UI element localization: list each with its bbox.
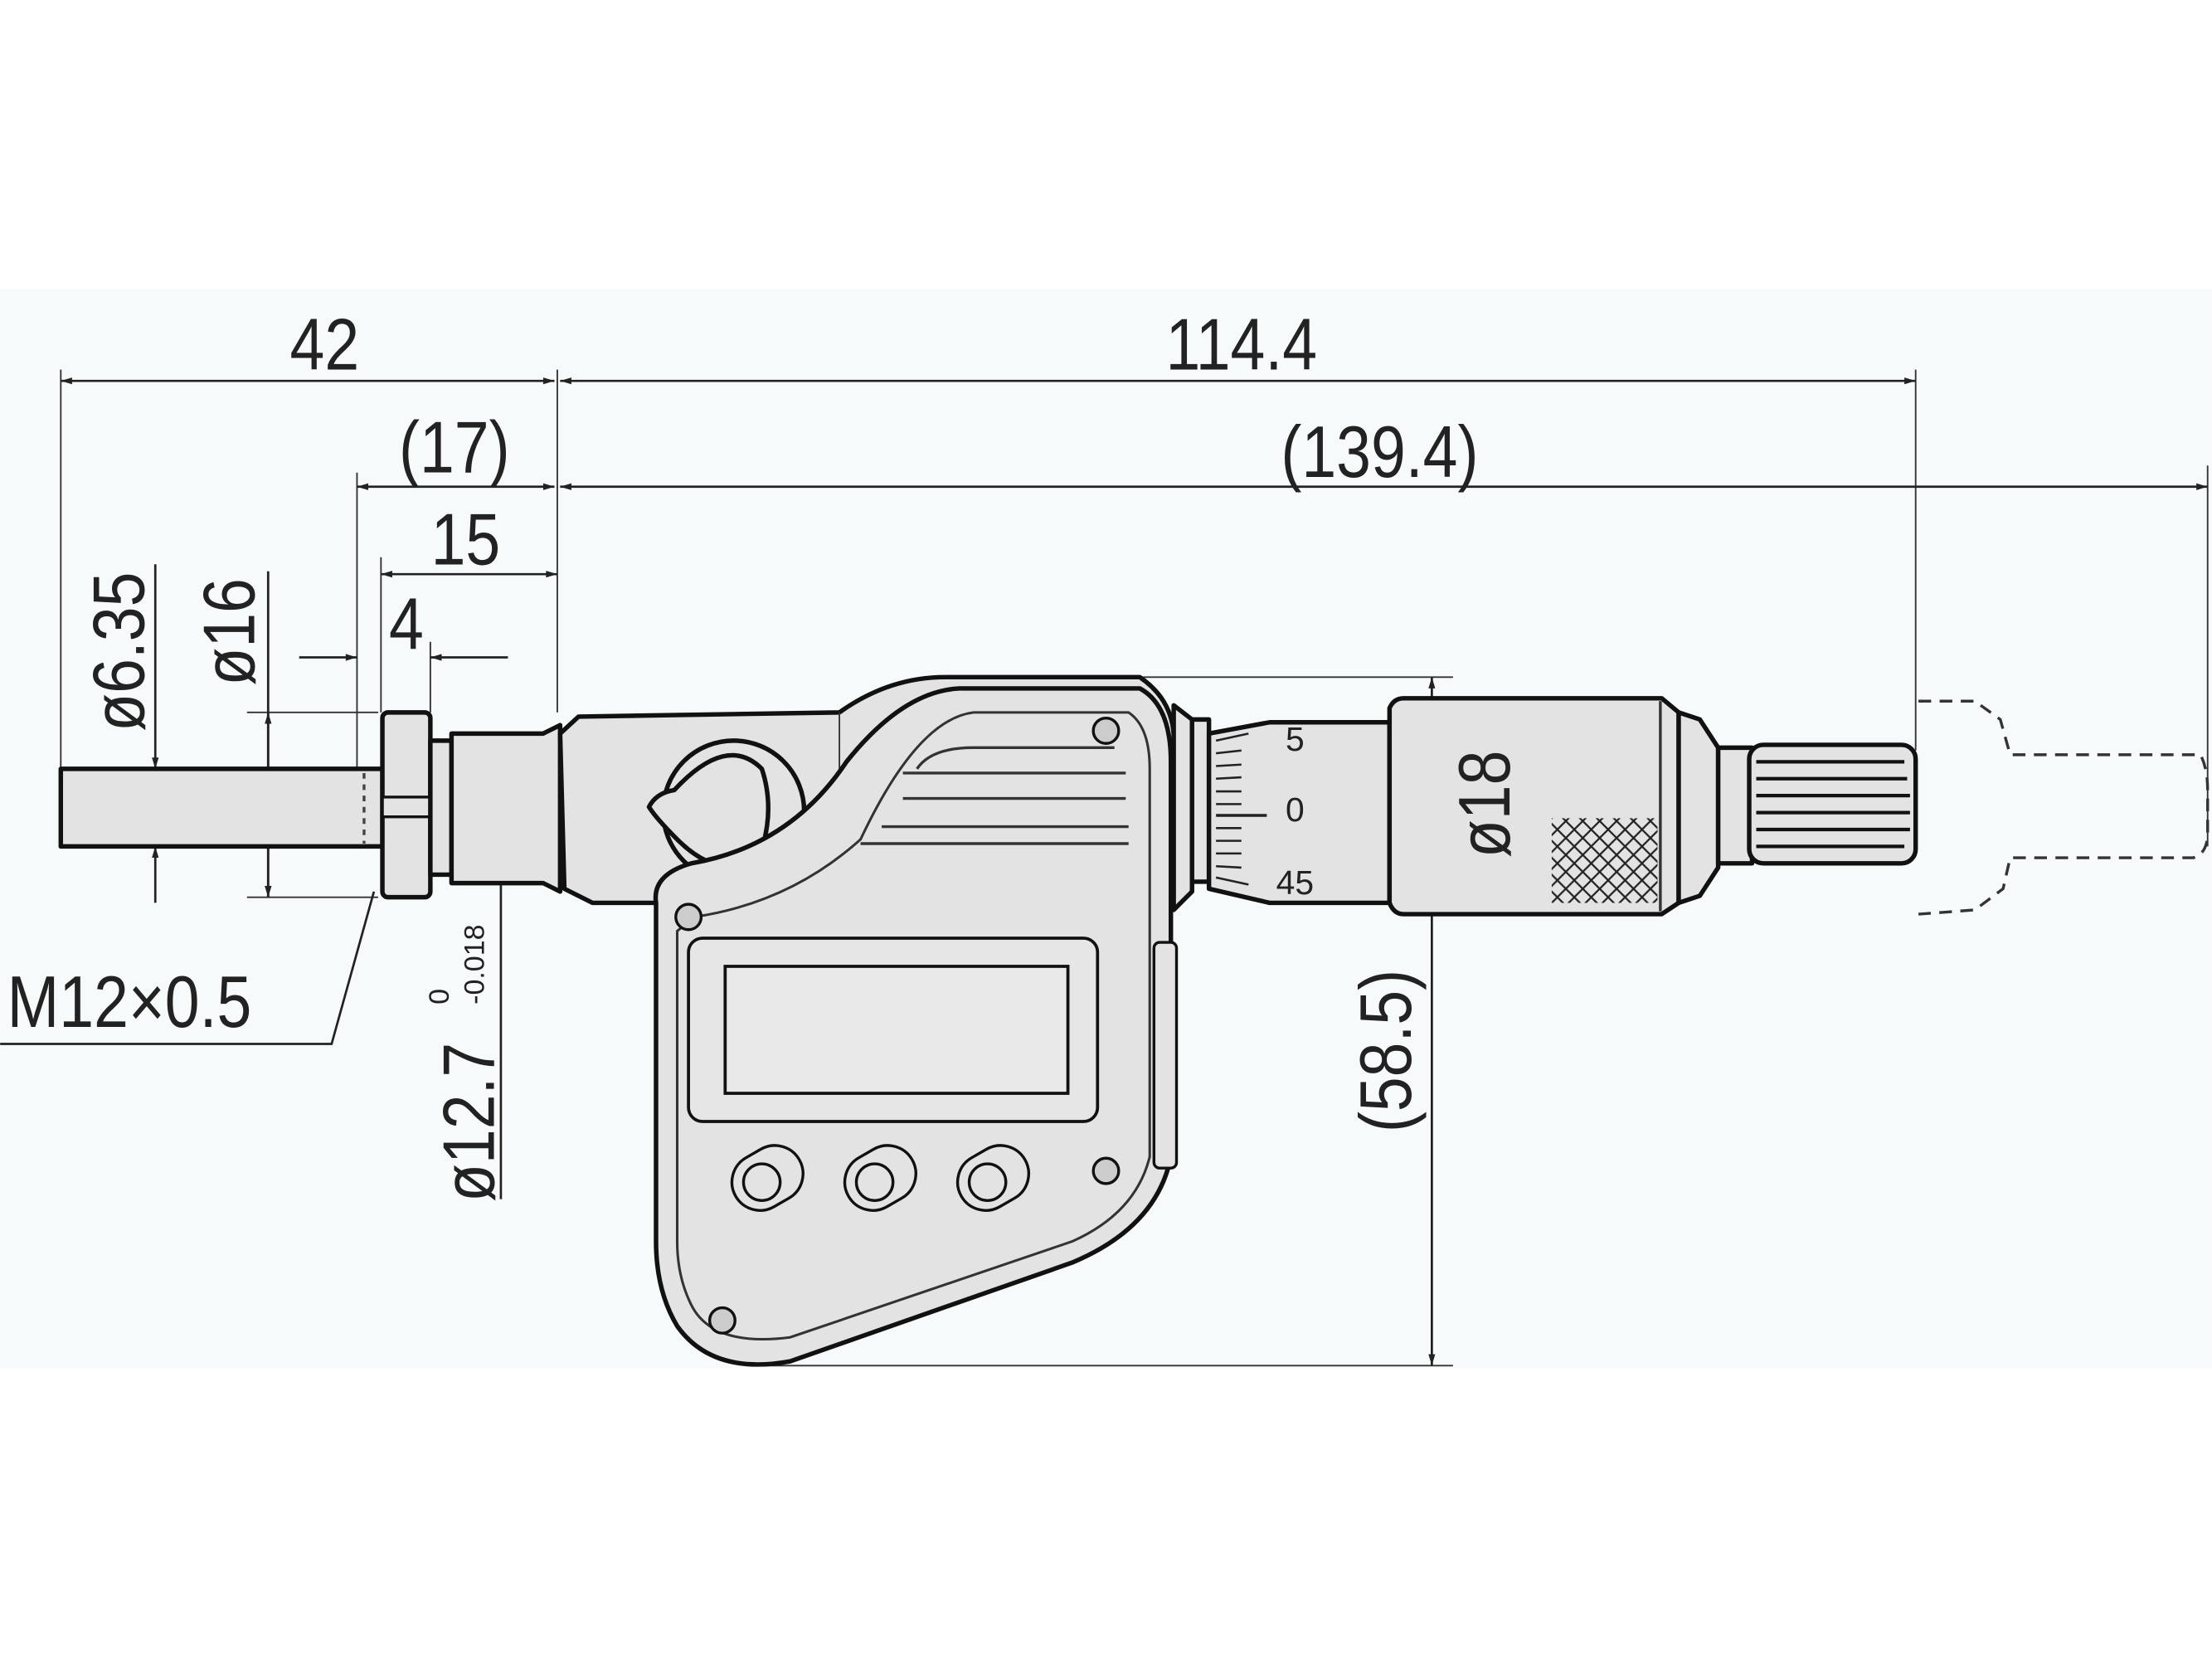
phantom-ratchet-outline bbox=[1918, 699, 2210, 916]
dim-spindle-dia: ø6.35 bbox=[79, 572, 160, 732]
ratchet-splines bbox=[1756, 760, 1910, 849]
knurl bbox=[1551, 818, 1658, 903]
screws bbox=[674, 716, 1121, 1335]
dim-17: (17) bbox=[399, 407, 510, 489]
button-1[interactable] bbox=[722, 1136, 814, 1221]
dim-42: 42 bbox=[290, 304, 360, 386]
spindle bbox=[58, 766, 385, 849]
dim-15: 15 bbox=[431, 499, 501, 581]
function-buttons bbox=[722, 1136, 1039, 1221]
stem bbox=[449, 722, 563, 894]
dim-height: (58.5) bbox=[1345, 970, 1427, 1132]
side-button[interactable] bbox=[1152, 941, 1179, 1170]
dim-stem-tol-upper: 0 bbox=[424, 989, 455, 1005]
dim-thimble-dia: ø18 bbox=[1444, 751, 1525, 859]
dim-114-4: 114.4 bbox=[1166, 304, 1318, 386]
dim-4: 4 bbox=[389, 584, 424, 665]
neck bbox=[428, 738, 455, 878]
button-2[interactable] bbox=[834, 1136, 926, 1221]
dim-flange-dia: ø16 bbox=[189, 578, 270, 686]
ratchet[interactable] bbox=[1747, 742, 1918, 866]
scale-label-5: 5 bbox=[1286, 720, 1305, 758]
thimble-scale-ticks bbox=[1215, 732, 1267, 886]
scale-label-45: 45 bbox=[1276, 864, 1314, 902]
dim-139-4: (139.4) bbox=[1281, 411, 1478, 493]
dim-stem-dia: ø12.7 bbox=[429, 1043, 510, 1202]
dim-thread: M12×0.5 bbox=[7, 961, 252, 1043]
dim-stem-tol-lower: -0.018 bbox=[459, 924, 491, 1004]
scale-label-0: 0 bbox=[1286, 791, 1305, 829]
button-3[interactable] bbox=[947, 1136, 1039, 1221]
lcd-screen bbox=[723, 965, 1070, 1095]
